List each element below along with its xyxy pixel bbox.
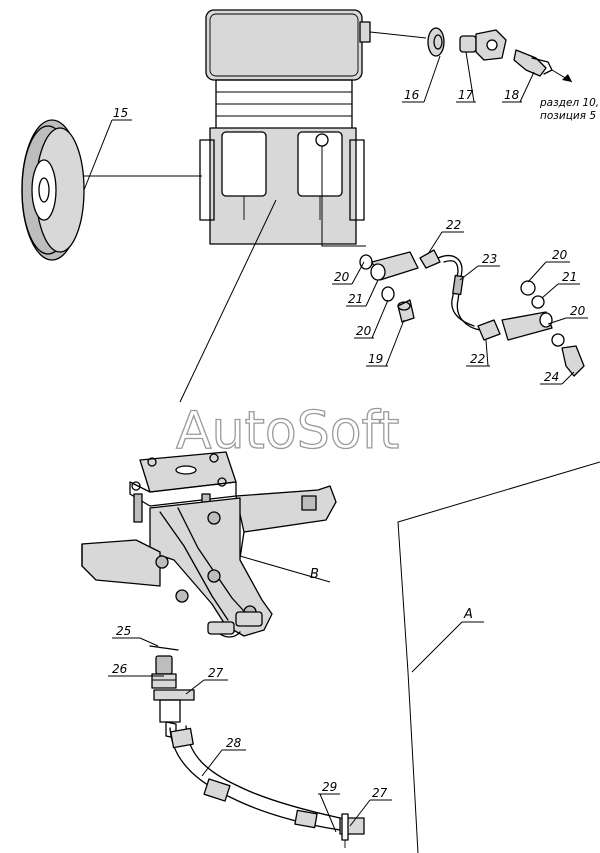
callout-23: 23 (482, 252, 497, 266)
pipe-group (359, 249, 585, 377)
callout-20-lower-left: 20 (356, 324, 372, 338)
callout-20-lower-right: 20 (570, 304, 586, 318)
callout-28: 28 (226, 736, 242, 750)
callout-18: 18 (504, 88, 520, 102)
leader-lines (83, 51, 588, 833)
callout-21-right: 21 (562, 270, 577, 284)
callout-22-bottom: 22 (470, 352, 485, 366)
callout-22-top: 22 (446, 218, 461, 232)
reference-note-line1: раздел 10, (539, 97, 599, 109)
callout-A: A (463, 607, 473, 622)
bracket-assembly (81, 199, 337, 638)
pulley (21, 119, 202, 261)
callout-25: 25 (116, 624, 131, 638)
hose-assembly (149, 645, 365, 848)
callout-26: 26 (112, 662, 128, 676)
callout-16: 16 (404, 88, 420, 102)
callout-15: 15 (113, 106, 128, 120)
compressor (199, 9, 371, 245)
callout-20-upper-left: 20 (334, 270, 350, 284)
reference-note-line2: позиция 5 (540, 110, 596, 122)
callout-29: 29 (322, 780, 337, 794)
callout-20-upper-right: 20 (552, 248, 568, 262)
callout-21-left: 21 (348, 292, 363, 306)
callout-24: 24 (544, 370, 559, 384)
callout-19: 19 (368, 352, 383, 366)
callout-27-top: 27 (208, 666, 224, 680)
callout-27-bottom: 27 (372, 786, 388, 800)
boundary-line (397, 461, 600, 853)
callout-B: B (310, 567, 319, 582)
watermark-text: AutoSoft (176, 401, 399, 461)
callout-17: 17 (458, 88, 474, 102)
outlet-fittings (369, 27, 573, 83)
